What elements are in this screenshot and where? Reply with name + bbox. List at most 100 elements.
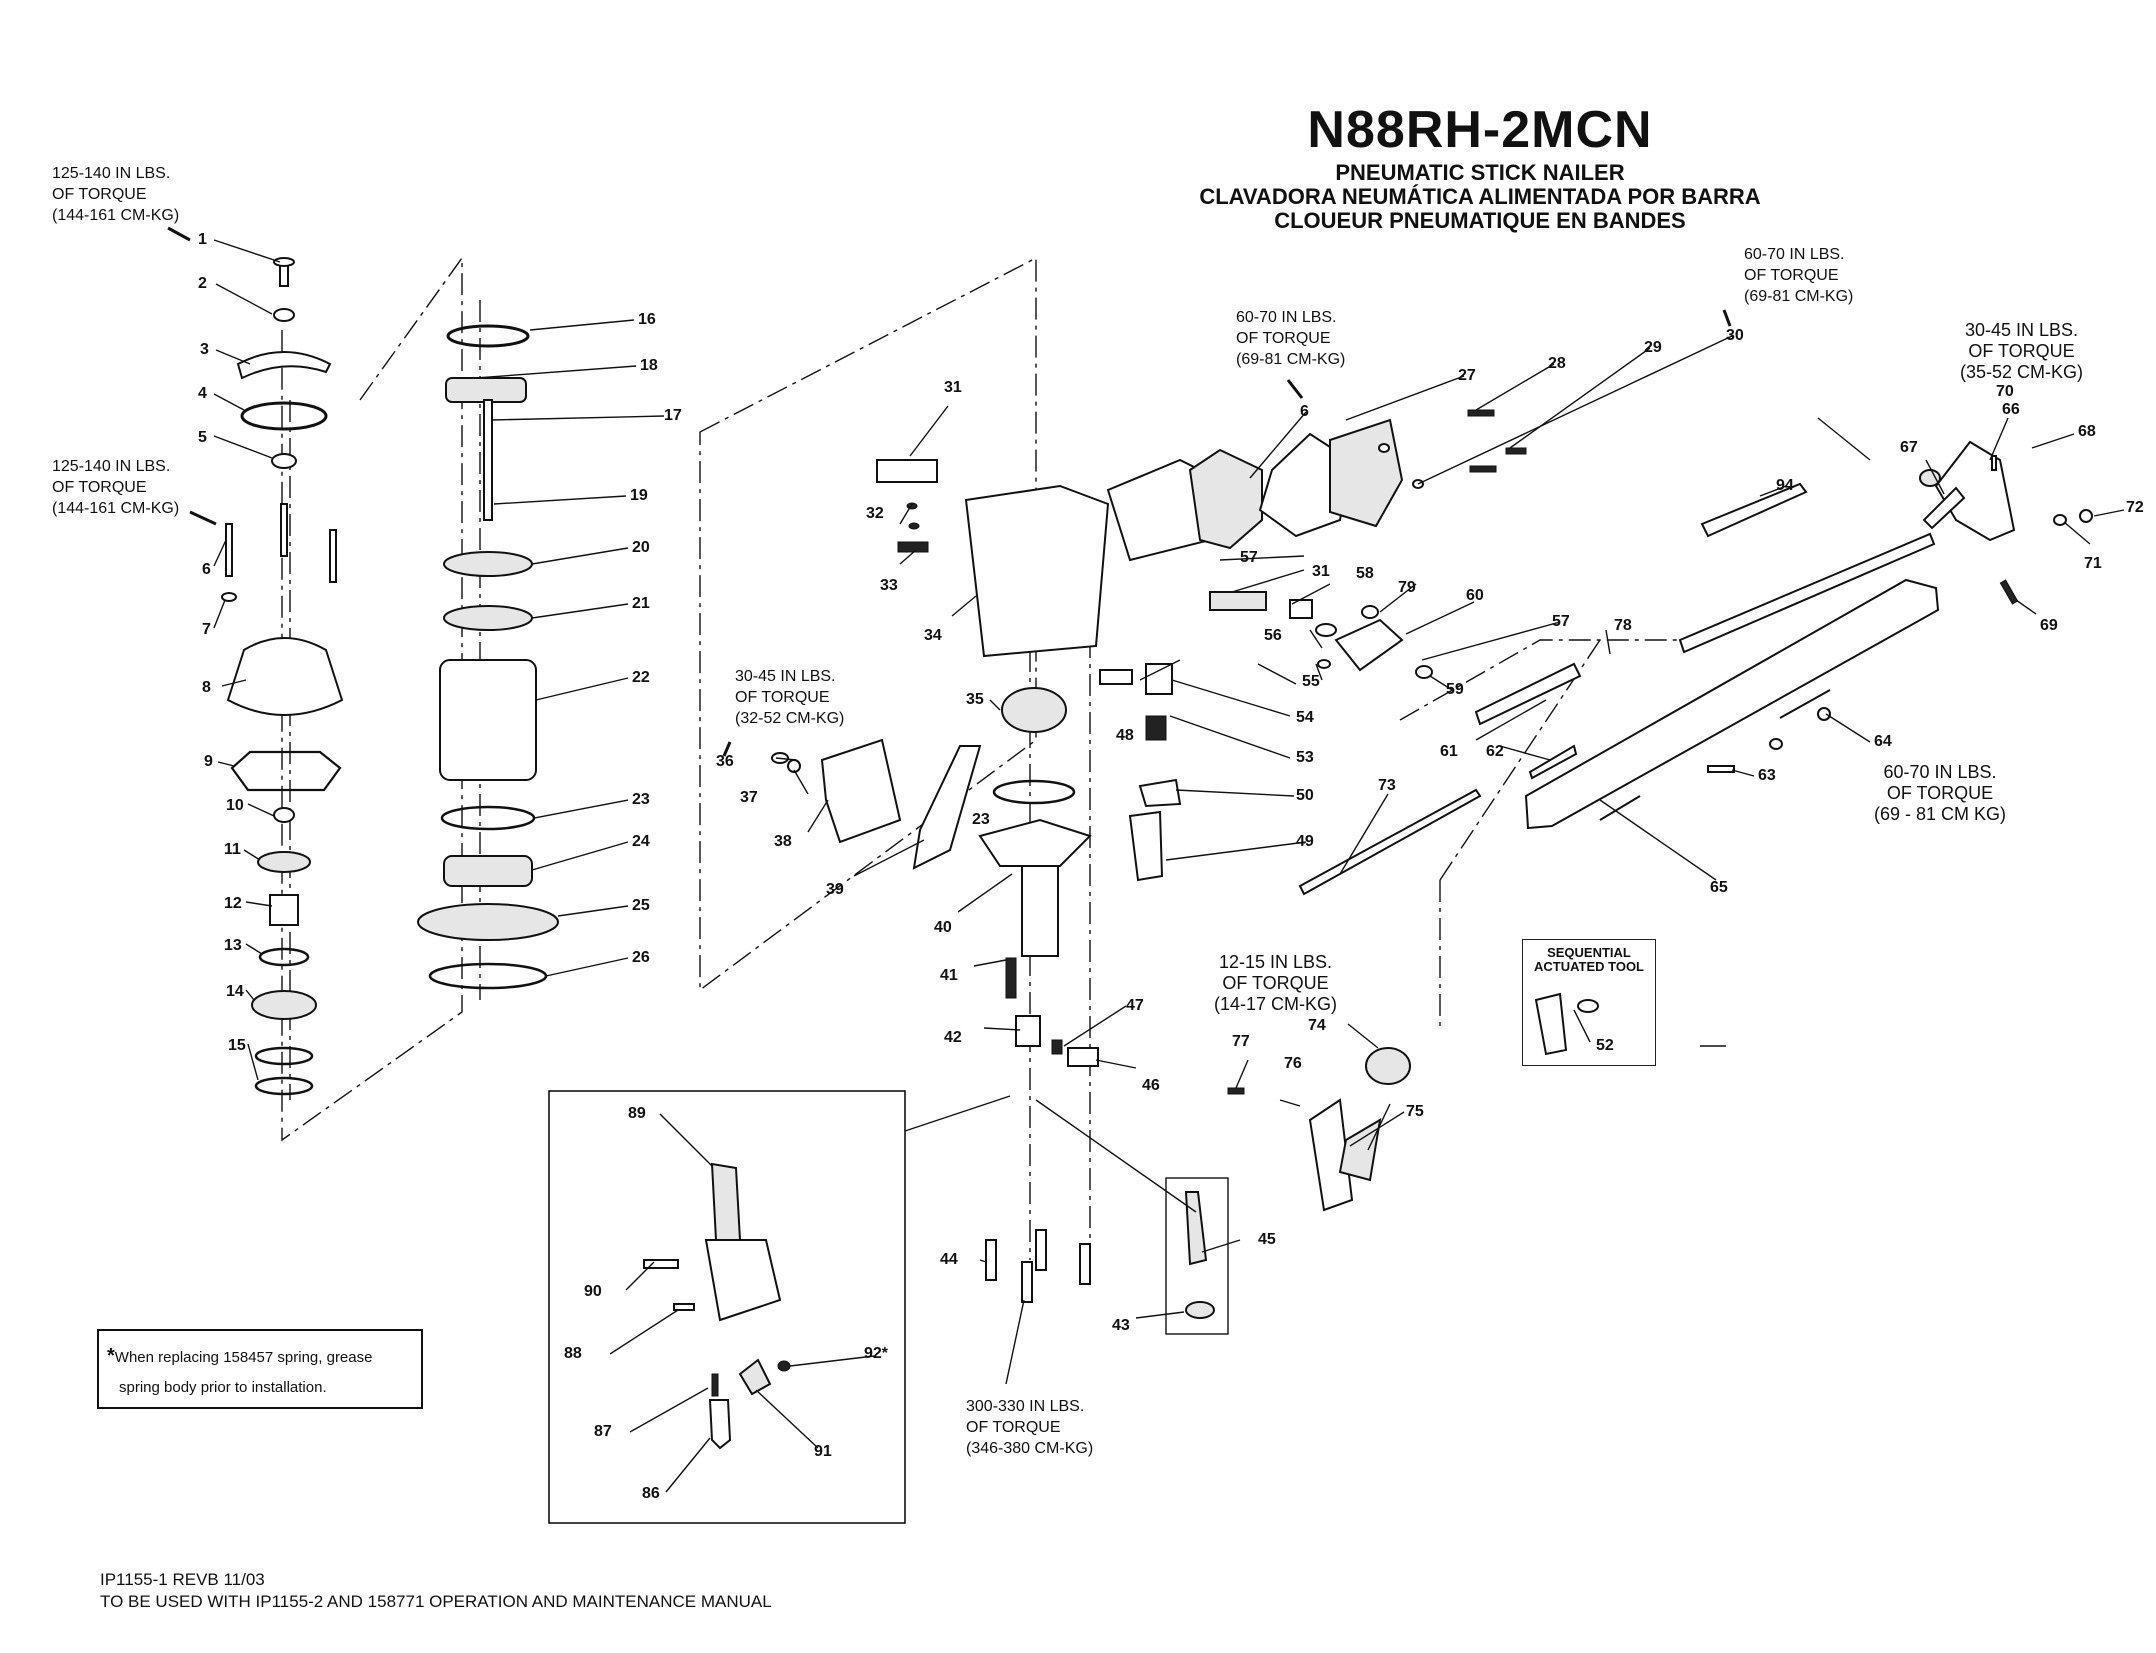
part-magazine-top: [1678, 532, 1936, 654]
part-16-oring: [446, 324, 530, 348]
latch-assembly: [1919, 440, 2093, 605]
callout-12: 12: [224, 895, 242, 912]
part-46-block: [1067, 1047, 1099, 1067]
callout-7: 7: [202, 621, 211, 638]
part-5-nut: [271, 453, 297, 469]
part-74-adjuster: [1365, 1047, 1411, 1085]
part-9-gasket: [230, 750, 342, 792]
part-52-sequential-lever: [1577, 999, 1599, 1013]
torque-note-part-30: 60-70 IN LBS. OF TORQUE (69-81 CM-KG): [1744, 246, 1854, 305]
callout-15: 15: [228, 1037, 246, 1054]
detail-inset-parts: [643, 1162, 791, 1450]
torque-arrow-30: [1722, 309, 1732, 327]
callout-64: 64: [1874, 733, 1892, 750]
callout-23-b: 23: [972, 811, 990, 828]
callout-54: 54: [1296, 709, 1314, 726]
part-61-rail: [1474, 662, 1582, 726]
part-43-45-box: [1165, 1177, 1229, 1335]
sequential-callout-52: 52: [1596, 1037, 1614, 1054]
part-60-lever: [1334, 618, 1404, 672]
callout-34: 34: [924, 627, 942, 644]
torque-note-part-36: 30-45 IN LBS. OF TORQUE (32-52 CM-KG): [735, 668, 845, 727]
part-40-nose-plate: [978, 818, 1092, 867]
part-62-bracket: [1528, 744, 1578, 780]
part-6-bolt-a: [225, 523, 233, 577]
part-15-oring-a: [254, 1046, 314, 1066]
part-76-trip: [1308, 1098, 1354, 1212]
part-23-oring-b: [992, 779, 1076, 805]
callout-30: 30: [1726, 327, 1744, 344]
part-89-body: [704, 1239, 782, 1322]
inset-connector: [904, 1095, 1011, 1132]
callout-87: 87: [594, 1423, 612, 1440]
part-59-nut: [1415, 665, 1433, 679]
torque-note-part-44: 300-330 IN LBS. OF TORQUE (346-380 CM-KG…: [966, 1398, 1094, 1457]
callout-4: 4: [198, 385, 207, 402]
part-24-sleeve: [443, 855, 533, 887]
part-31-label: [876, 459, 938, 483]
torque-note-part-64: 60-70 IN LBS. OF TORQUE (69 - 81 CM KG): [1874, 762, 2007, 824]
subtitle-french: CLOUEUR PNEUMATIQUE EN BANDES: [1274, 208, 1686, 233]
torque-note-part-6-body: 60-70 IN LBS. OF TORQUE (69-81 CM-KG): [1236, 309, 1346, 368]
callout-50: 50: [1296, 787, 1314, 804]
callout-32: 32: [866, 505, 884, 522]
leader-lines: [213, 239, 2125, 1493]
torque-note-part-70: 30-45 IN LBS. OF TORQUE (35-52 CM-KG): [1960, 320, 2084, 382]
callout-9: 9: [204, 753, 213, 770]
callout-29: 29: [1644, 339, 1662, 356]
part-3-cover: [236, 351, 332, 380]
part-43-bushing: [1185, 1301, 1215, 1319]
part-64-screw: [1817, 707, 1831, 721]
part-69-spring: [1999, 579, 2019, 605]
part-40-nose: [1021, 865, 1059, 957]
callout-18: 18: [640, 357, 658, 374]
part-25-plate: [417, 903, 559, 941]
handle-grip: [1188, 448, 1263, 550]
callout-66: 66: [2002, 401, 2020, 418]
detail-inset-box: [548, 1090, 906, 1524]
callout-78: 78: [1614, 617, 1632, 634]
callout-25: 25: [632, 897, 650, 914]
part-50-trigger: [1138, 778, 1182, 808]
part-53-spring: [1145, 715, 1167, 741]
callout-11: 11: [224, 841, 241, 858]
callout-88: 88: [564, 1345, 582, 1362]
callout-91: 91: [814, 1443, 832, 1460]
callout-21: 21: [632, 595, 650, 612]
callout-numbers: 1 2 3 4 5 6 7 8 9 10 11 12 13 14 15 16 1…: [198, 231, 2144, 1502]
torque-note-part-6: 125-140 IN LBS. OF TORQUE (144-161 CM-KG…: [52, 458, 180, 517]
callout-14: 14: [226, 983, 244, 1000]
callout-92: 92*: [864, 1345, 889, 1362]
part-65-magazine-body: [1524, 578, 1940, 830]
callout-44: 44: [940, 1251, 958, 1268]
callout-53: 53: [1296, 749, 1314, 766]
callout-1: 1: [198, 231, 207, 248]
part-magazine-slots: [1599, 689, 1831, 821]
part-63-pin: [1707, 765, 1735, 773]
part-64-screw-b: [1769, 738, 1783, 750]
part-29-washer: [1378, 443, 1390, 453]
part-7-washer: [221, 592, 237, 602]
asterisk-symbol: *: [107, 1345, 115, 1367]
callout-57-b: 57: [1552, 613, 1570, 630]
subtitle-english: PNEUMATIC STICK NAILER: [1335, 160, 1625, 185]
part-39-bracket: [912, 745, 982, 870]
callout-17: 17: [664, 407, 682, 424]
magazine-envelope: [1399, 639, 1700, 1030]
torque-note-part-77: 12-15 IN LBS. OF TORQUE (14-17 CM-KG): [1214, 952, 1338, 1014]
callout-62: 62: [1486, 743, 1504, 760]
sequential-box-label: SEQUENTIAL ACTUATED TOOL: [1533, 945, 1644, 974]
callout-48: 48: [1116, 727, 1134, 744]
callout-67: 67: [1900, 439, 1918, 456]
callout-61: 61: [1440, 743, 1458, 760]
callout-90: 90: [584, 1283, 602, 1300]
part-10-nut: [273, 807, 295, 823]
part-27-screw: [1467, 409, 1495, 417]
callout-60: 60: [1466, 587, 1484, 604]
part-94-strip: [1700, 482, 1808, 538]
part-28-screw: [1505, 447, 1527, 455]
part-44-bolt-d: [1079, 1243, 1091, 1285]
callout-77: 77: [1232, 1033, 1250, 1050]
callout-47: 47: [1126, 997, 1144, 1014]
